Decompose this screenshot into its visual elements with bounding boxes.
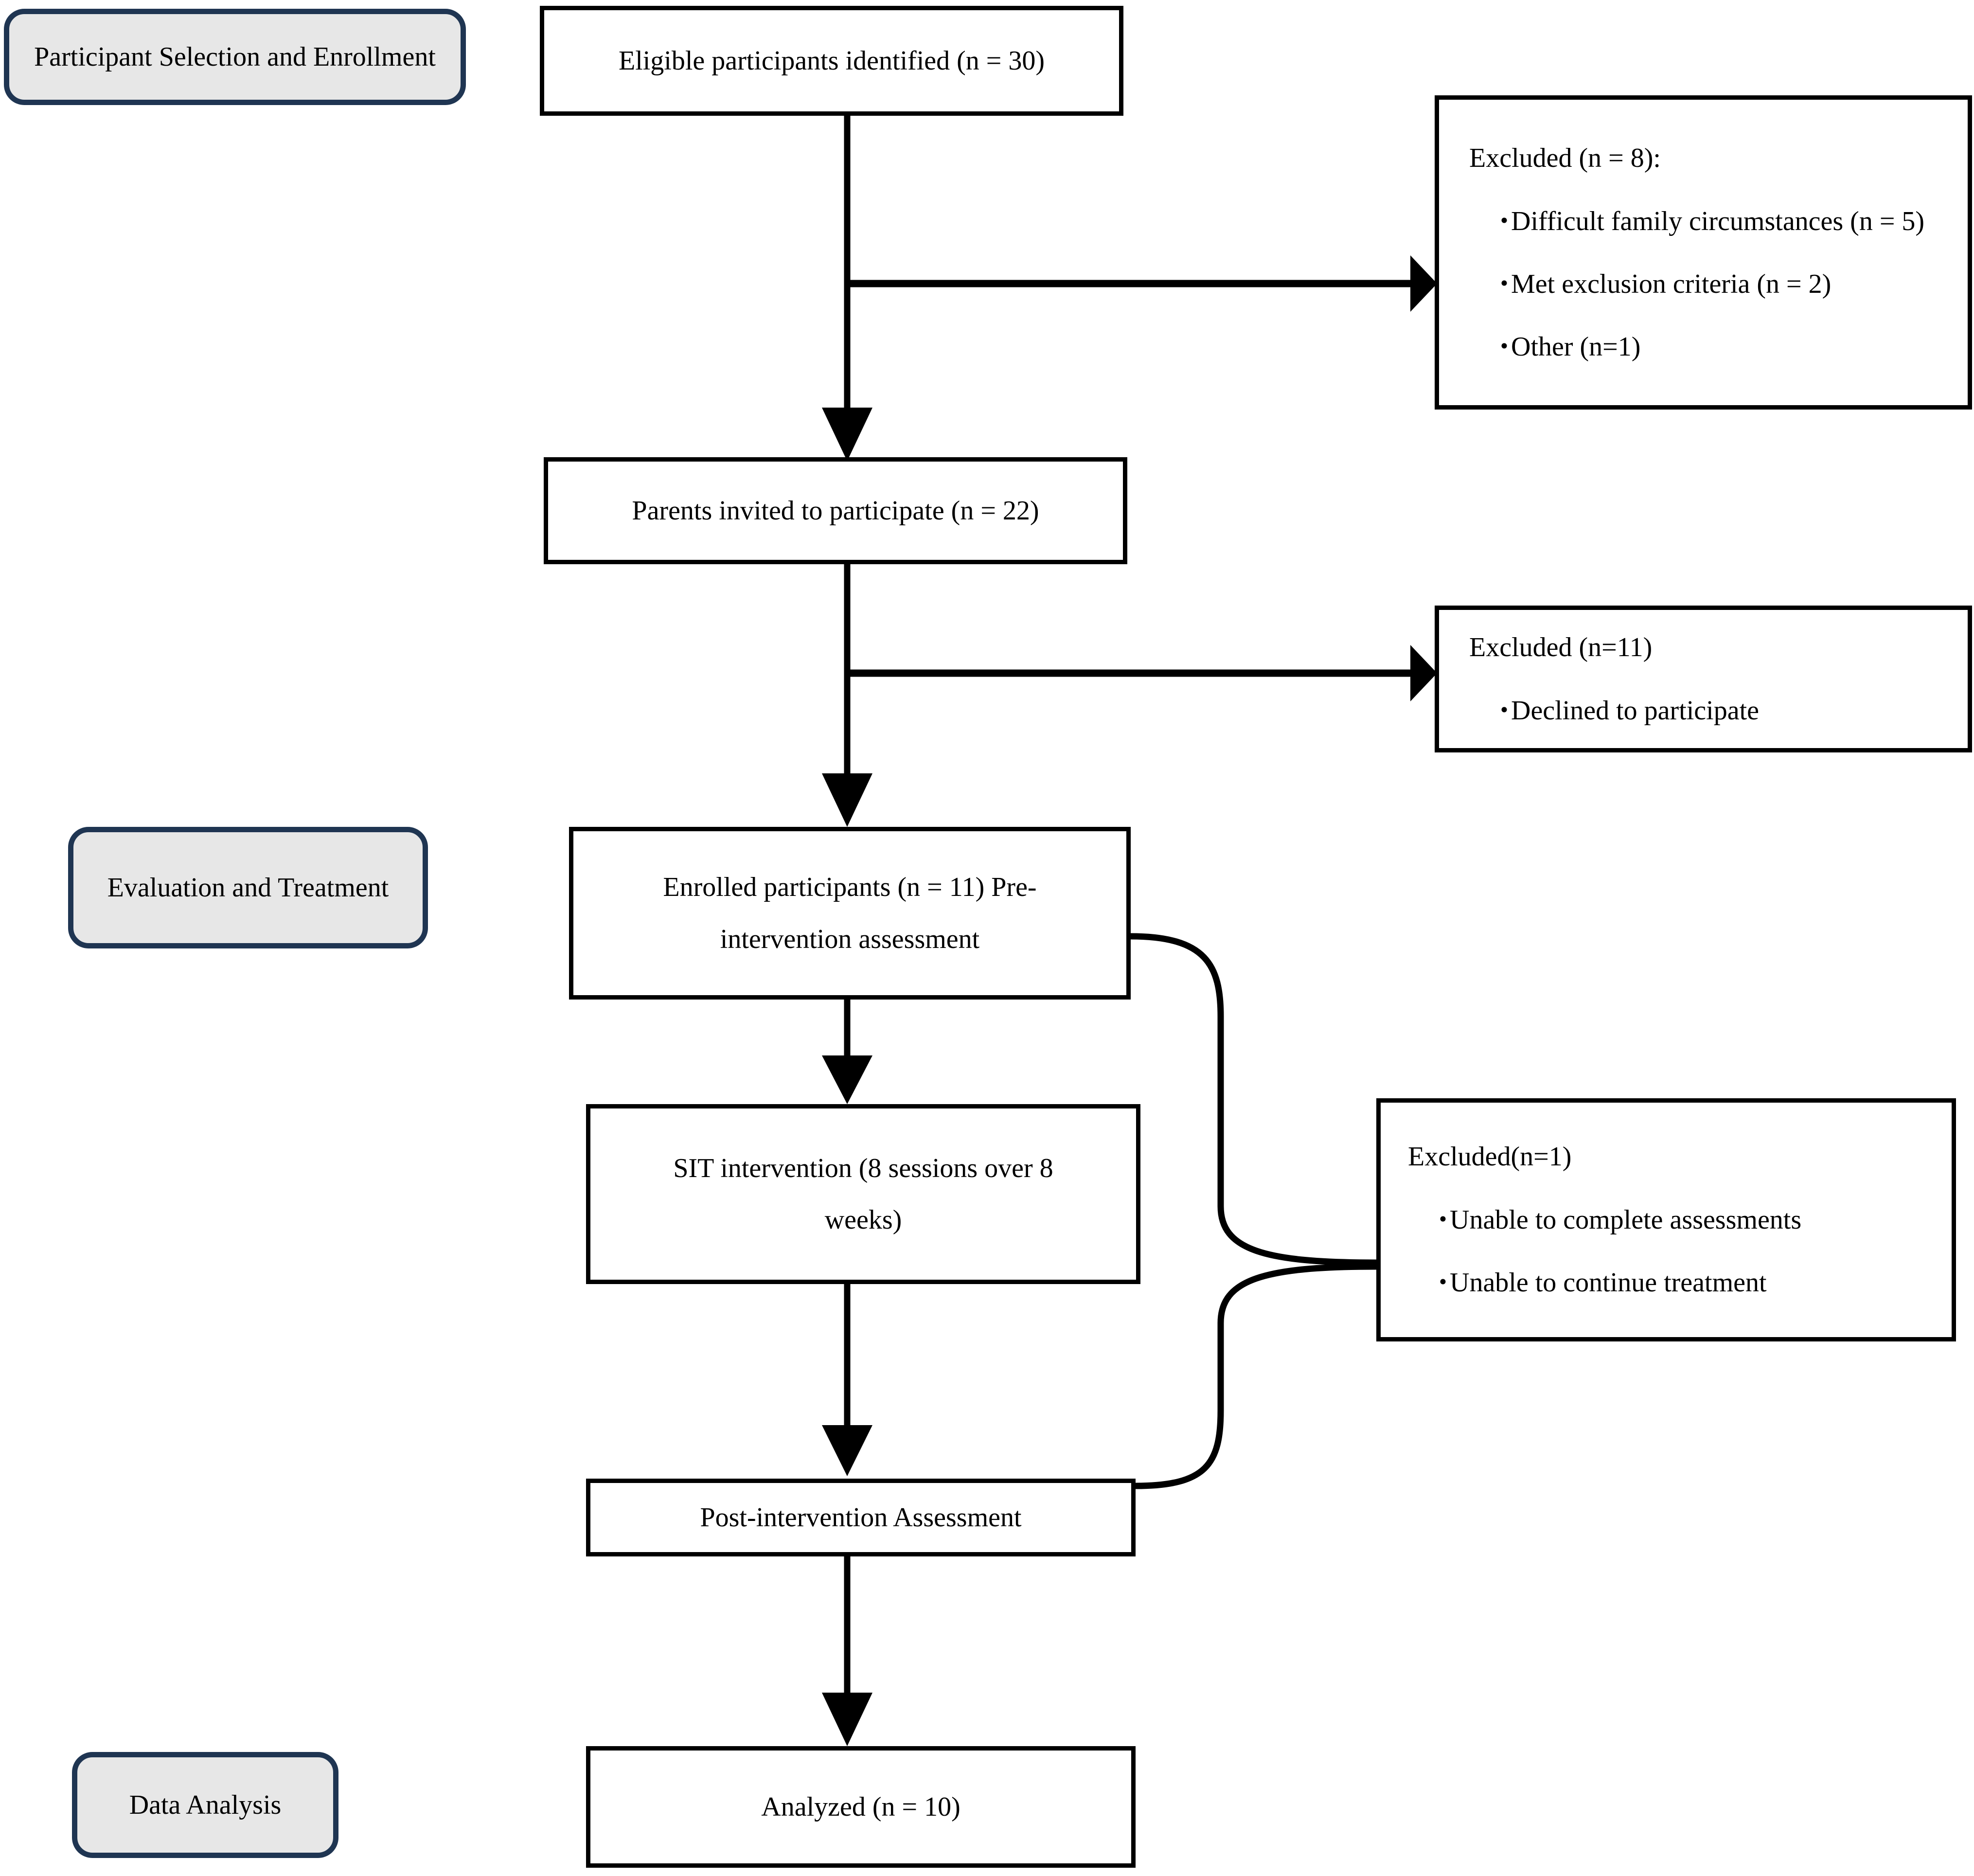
excluded-screening-item-3: ・Other (n=1) bbox=[1469, 326, 1968, 363]
excluded-dropout-item-1: ・Unable to complete assessments bbox=[1408, 1199, 1952, 1236]
excluded-box-screening: Excluded (n = 8): ・Difficult family circ… bbox=[1435, 95, 1972, 410]
stage-label-text: Data Analysis bbox=[129, 1790, 282, 1820]
node-eligible-label: Eligible participants identified (n = 30… bbox=[618, 45, 1045, 76]
bullet-dot-icon: ・ bbox=[1492, 208, 1517, 236]
node-intervention-label-line1: SIT intervention (8 sessions over 8 bbox=[673, 1153, 1053, 1183]
excluded-screening-heading: Excluded (n = 8): bbox=[1469, 143, 1661, 173]
connector-invited-to-enrolled bbox=[822, 564, 872, 827]
excluded-screening-item-1-text: Difficult family circumstances (n = 5) bbox=[1511, 206, 1925, 236]
node-parents-invited: Parents invited to participate (n = 22) bbox=[544, 457, 1127, 564]
excluded-declined-heading: Excluded (n=11) bbox=[1469, 632, 1653, 662]
excluded-screening-item-3-text: Other (n=1) bbox=[1511, 331, 1641, 362]
connector-post-to-analyzed bbox=[822, 1556, 872, 1746]
stage-label-text: Participant Selection and Enrollment bbox=[34, 42, 436, 72]
node-enrolled-label-line1: Enrolled participants (n = 11) Pre- bbox=[663, 872, 1037, 903]
node-sit-intervention: SIT intervention (8 sessions over 8 week… bbox=[586, 1104, 1140, 1284]
node-analyzed-label: Analyzed (n = 10) bbox=[761, 1791, 960, 1822]
stage-label-data-analysis: Data Analysis bbox=[72, 1752, 338, 1858]
stage-label-evaluation-treatment: Evaluation and Treatment bbox=[68, 827, 428, 948]
connector-enrolled-to-dropout-curve bbox=[1130, 933, 1377, 1266]
excluded-dropout-item-2-text: Unable to continue treatment bbox=[1450, 1268, 1767, 1298]
connector-intervention-to-post bbox=[822, 1284, 872, 1476]
node-invited-label: Parents invited to participate (n = 22) bbox=[632, 495, 1039, 526]
connector-eligible-to-excluded bbox=[847, 255, 1437, 312]
excluded-box-declined: Excluded (n=11) ・Declined to participate bbox=[1435, 606, 1972, 752]
excluded-dropout-item-1-text: Unable to complete assessments bbox=[1450, 1205, 1802, 1235]
connector-invited-to-declined bbox=[847, 645, 1437, 701]
node-eligible-participants: Eligible participants identified (n = 30… bbox=[540, 6, 1123, 116]
excluded-dropout-heading: Excluded(n=1) bbox=[1408, 1142, 1572, 1172]
connector-eligible-to-invited bbox=[822, 116, 872, 461]
connector-post-to-dropout-curve bbox=[1135, 1263, 1377, 1489]
excluded-screening-item-2-text: Met exclusion criteria (n = 2) bbox=[1511, 268, 1832, 299]
excluded-dropout-item-2: ・Unable to continue treatment bbox=[1408, 1262, 1952, 1299]
bullet-dot-icon: ・ bbox=[1492, 270, 1517, 299]
node-enrolled-label-line2: intervention assessment bbox=[720, 924, 980, 954]
connector-enrolled-to-intervention bbox=[822, 1000, 872, 1104]
excluded-declined-item-1-text: Declined to participate bbox=[1511, 695, 1759, 726]
bullet-dot-icon: ・ bbox=[1492, 697, 1517, 725]
bullet-dot-icon: ・ bbox=[1430, 1269, 1456, 1297]
bullet-dot-icon: ・ bbox=[1430, 1207, 1456, 1234]
node-post-intervention-assessment: Post-intervention Assessment bbox=[586, 1479, 1136, 1556]
bullet-dot-icon: ・ bbox=[1492, 333, 1517, 361]
excluded-box-dropout: Excluded(n=1) ・Unable to complete assess… bbox=[1376, 1098, 1956, 1341]
stage-label-text: Evaluation and Treatment bbox=[107, 873, 389, 903]
stage-label-participant-selection: Participant Selection and Enrollment bbox=[4, 9, 466, 105]
excluded-screening-item-1: ・Difficult family circumstances (n = 5) bbox=[1469, 201, 1968, 237]
excluded-screening-item-2: ・Met exclusion criteria (n = 2) bbox=[1469, 264, 1968, 300]
excluded-declined-item-1: ・Declined to participate bbox=[1469, 690, 1968, 727]
node-analyzed: Analyzed (n = 10) bbox=[586, 1746, 1136, 1868]
node-enrolled-participants: Enrolled participants (n = 11) Pre- inte… bbox=[569, 827, 1131, 1000]
node-post-label: Post-intervention Assessment bbox=[700, 1502, 1022, 1533]
node-intervention-label-line2: weeks) bbox=[824, 1205, 902, 1235]
